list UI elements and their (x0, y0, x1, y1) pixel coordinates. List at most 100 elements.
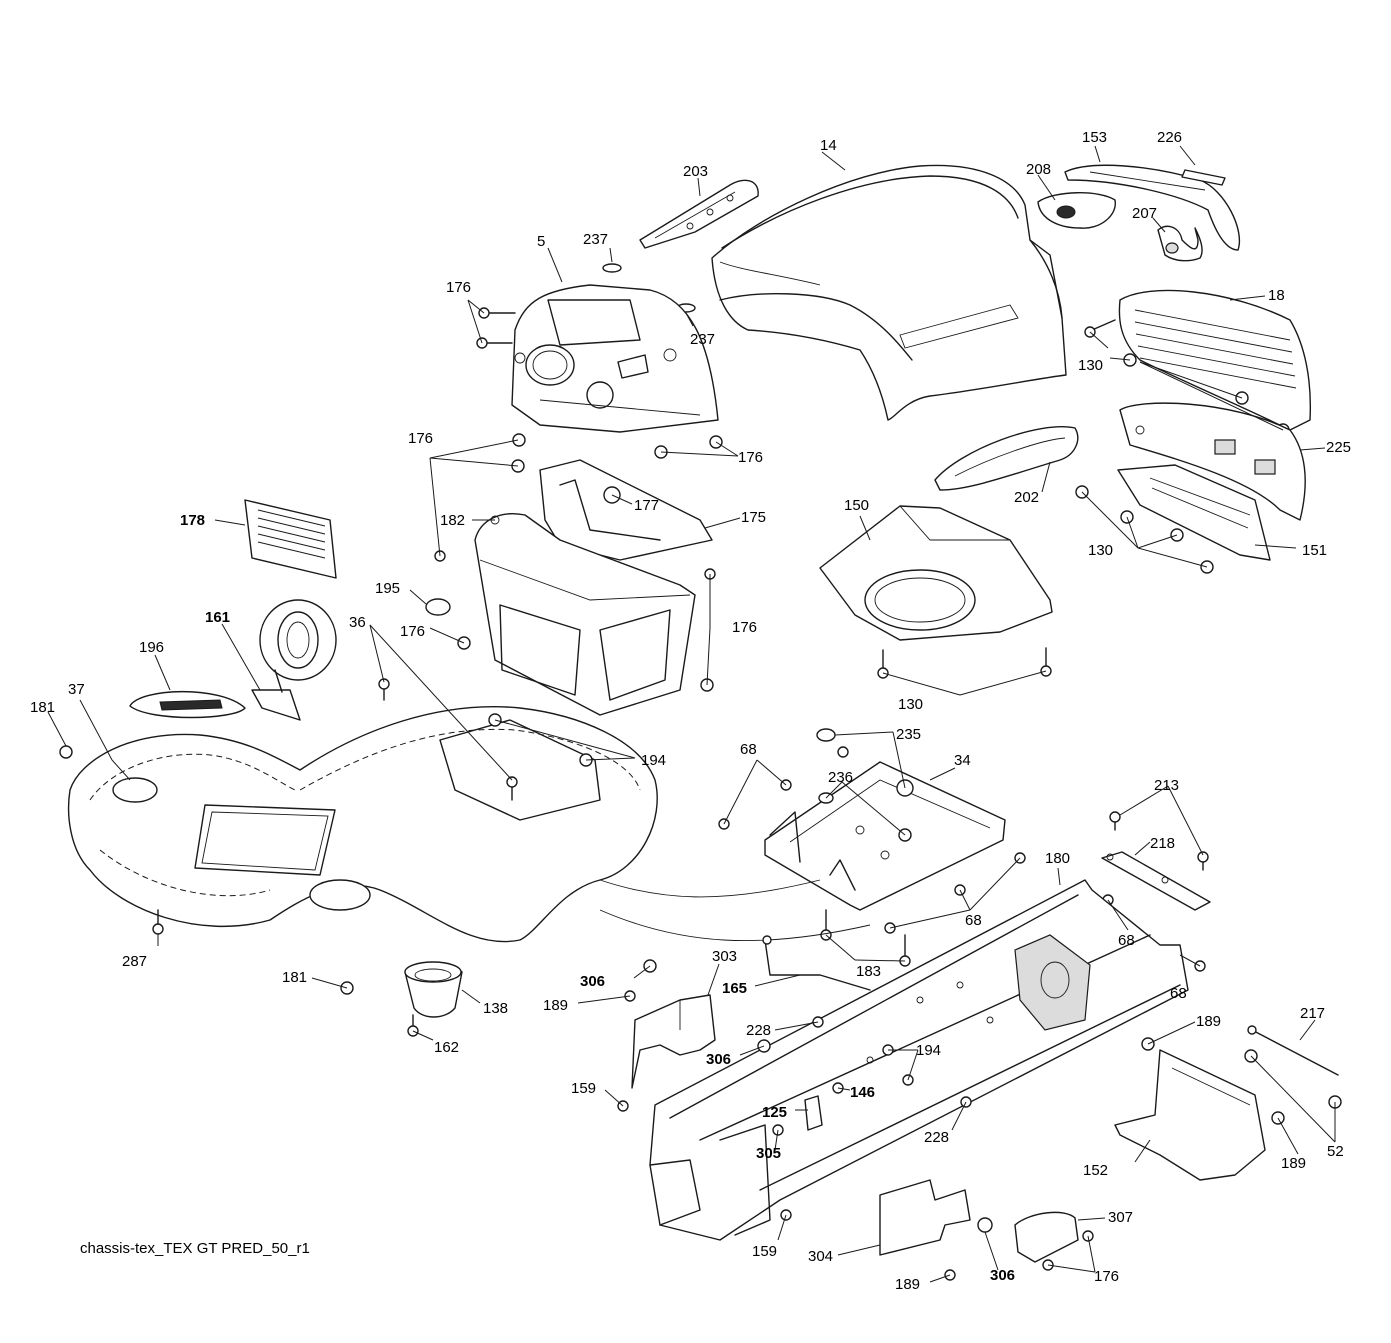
grille-part-18 (1118, 289, 1312, 431)
callout-176-f: 176 (1094, 1268, 1119, 1285)
screw-part-36 (378, 678, 518, 801)
callout-306-b: 306 (706, 1051, 731, 1068)
callout-130-b: 130 (1088, 542, 1113, 559)
callout-18: 18 (1268, 287, 1285, 304)
dash-lower-part-182 (474, 513, 696, 716)
pan-part-150 (819, 505, 1053, 641)
callout-181-a: 181 (30, 699, 55, 716)
plate-part-34 (764, 761, 1006, 911)
badge-part-226 (1181, 169, 1226, 186)
shield-part-152 (1114, 1049, 1266, 1181)
pad-part-196 (129, 690, 246, 719)
callout-175: 175 (741, 509, 766, 526)
callout-146: 146 (850, 1084, 875, 1101)
callout-235: 235 (896, 726, 921, 743)
plug-part-195 (425, 598, 451, 616)
callout-237-b: 237 (690, 331, 715, 348)
lens-part-202 (934, 426, 1079, 491)
inset-part-161 (251, 599, 337, 721)
callout-37: 37 (68, 681, 85, 698)
callout-130-a: 130 (1078, 357, 1103, 374)
callout-203: 203 (683, 163, 708, 180)
rod-part-165 (762, 935, 871, 991)
misc-part-146-125-305 (772, 1044, 914, 1136)
callout-68-b: 68 (965, 912, 982, 929)
vent-part-178 (244, 499, 337, 579)
callout-207: 207 (1132, 205, 1157, 222)
callout-177: 177 (634, 497, 659, 514)
callout-125: 125 (762, 1104, 787, 1121)
callout-194-a: 194 (641, 752, 666, 769)
panel-part-203 (639, 179, 759, 249)
screw-part-130-group-c (877, 647, 1052, 679)
callout-202: 202 (1014, 489, 1039, 506)
callout-189-d: 189 (895, 1276, 920, 1293)
callout-130-c: 130 (898, 696, 923, 713)
callout-189-a: 189 (543, 997, 568, 1014)
callout-287: 287 (122, 953, 147, 970)
callout-304: 304 (808, 1248, 833, 1265)
leader-lines (47, 145, 1336, 1283)
bracket-part-218 (1101, 851, 1211, 911)
callout-180: 180 (1045, 850, 1070, 867)
hood-part-14 (711, 164, 1067, 421)
callout-161: 161 (205, 609, 230, 626)
shield-part-304 (879, 1179, 971, 1256)
callout-189-b: 189 (1196, 1013, 1221, 1030)
callout-165: 165 (722, 980, 747, 997)
callout-178: 178 (180, 512, 205, 529)
callout-213: 213 (1154, 777, 1179, 794)
callout-36: 36 (349, 614, 366, 631)
bumper-part-138 (404, 961, 463, 1018)
callout-194-b: 194 (916, 1042, 941, 1059)
callout-307: 307 (1108, 1209, 1133, 1226)
grille-lower-part-225 (1119, 402, 1306, 521)
callout-176-d: 176 (400, 623, 425, 640)
callout-208: 208 (1026, 161, 1051, 178)
trim-part-153 (1064, 164, 1241, 251)
callout-182: 182 (440, 512, 465, 529)
callout-68-a: 68 (740, 741, 757, 758)
deck-link-line (599, 879, 821, 898)
callout-labels: 14 153 226 203 208 207 237 5 176 237 18 … (30, 129, 1351, 1293)
screw-part-213 (1109, 811, 1209, 871)
callout-236: 236 (828, 769, 853, 786)
callout-153: 153 (1082, 129, 1107, 146)
callout-217: 217 (1300, 1005, 1325, 1022)
callout-225: 225 (1326, 439, 1351, 456)
callout-162: 162 (434, 1039, 459, 1056)
callout-152: 152 (1083, 1162, 1108, 1179)
dash-part-5 (511, 284, 719, 433)
callout-306-a: 306 (580, 973, 605, 990)
bracket-part-151 (1117, 464, 1271, 561)
callout-159-b: 159 (752, 1243, 777, 1260)
frame-part-180 (649, 879, 1189, 1241)
screw-part-176-group-c (1042, 1230, 1094, 1271)
callout-237-a: 237 (583, 231, 608, 248)
deck-link-line-b (599, 909, 871, 942)
callout-228-b: 228 (924, 1129, 949, 1146)
callout-181-b: 181 (282, 969, 307, 986)
callout-195: 195 (375, 580, 400, 597)
callout-68-c: 68 (1118, 932, 1135, 949)
callout-189-c: 189 (1281, 1155, 1306, 1172)
callout-176-a: 176 (446, 279, 471, 296)
callout-176-e: 176 (732, 619, 757, 636)
callout-218: 218 (1150, 835, 1175, 852)
screw-part-183 (820, 909, 911, 967)
callout-183: 183 (856, 963, 881, 980)
screw-part-181-a (59, 745, 73, 759)
callout-176-c: 176 (738, 449, 763, 466)
diagram-caption: chassis-tex_TEX GT PRED_50_r1 (80, 1240, 310, 1257)
callout-5: 5 (537, 233, 545, 250)
callout-150: 150 (844, 497, 869, 514)
callout-151: 151 (1302, 542, 1327, 559)
footrest-part-37 (67, 706, 658, 943)
callout-52: 52 (1327, 1143, 1344, 1160)
callout-34: 34 (954, 752, 971, 769)
callout-68-d: 68 (1170, 985, 1187, 1002)
shield-part-303 (631, 994, 716, 1089)
lens-part-207 (1157, 225, 1203, 262)
callout-226: 226 (1157, 129, 1182, 146)
